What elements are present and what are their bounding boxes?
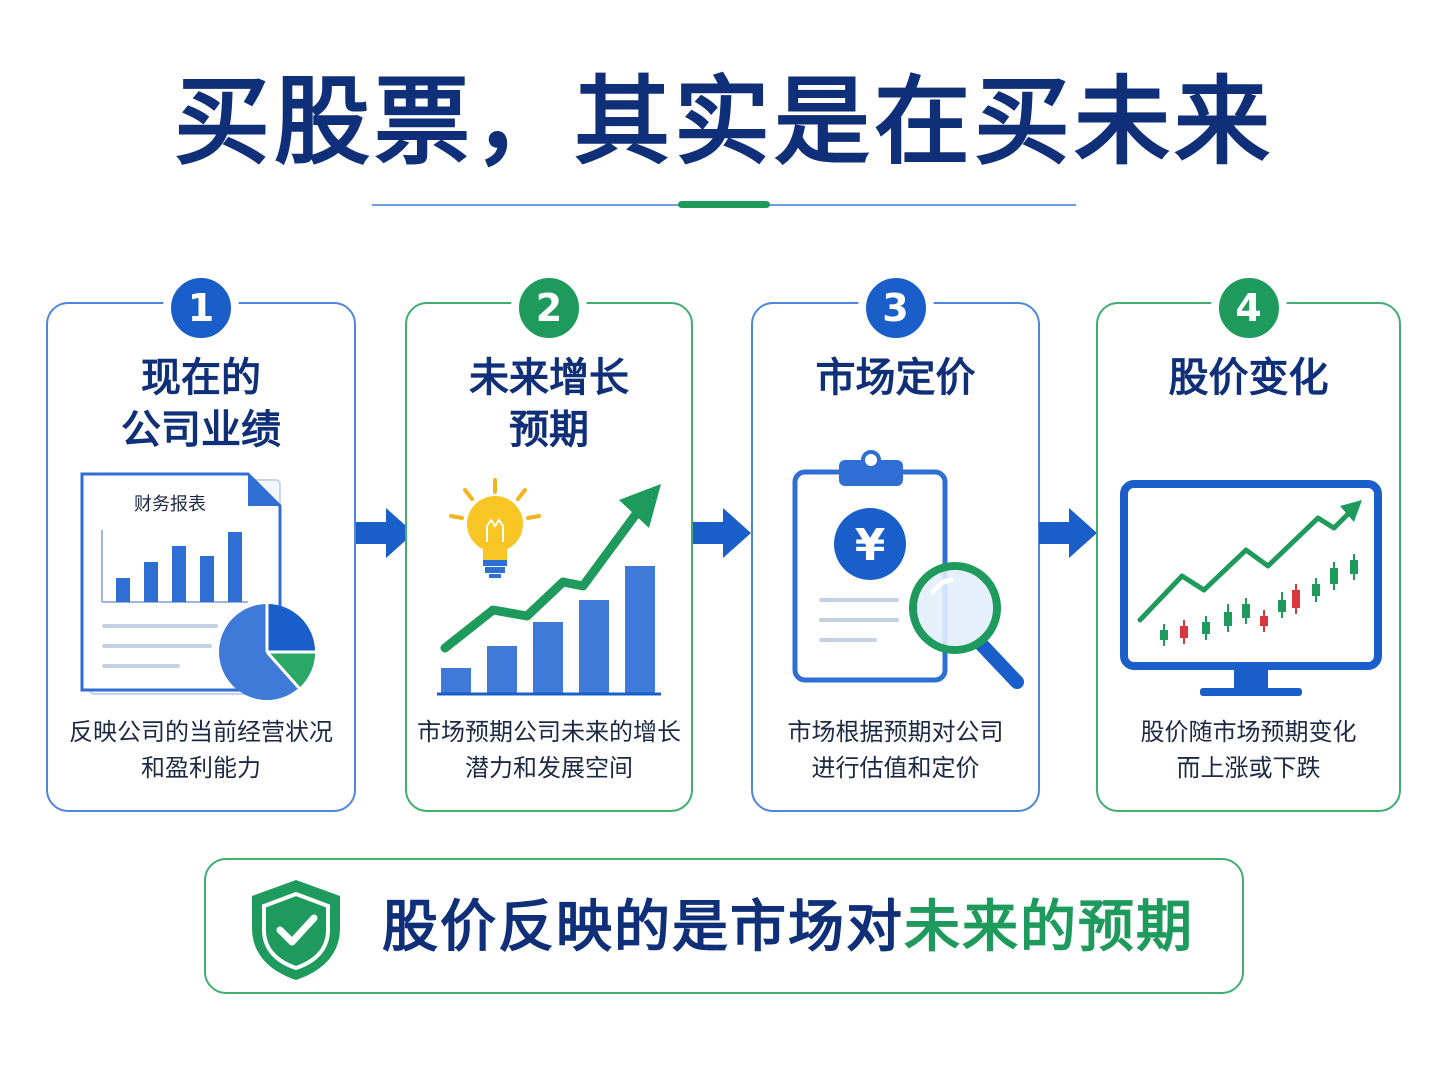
candle-body (1350, 560, 1358, 574)
bar (172, 546, 186, 602)
arrow-right-icon (1039, 508, 1097, 558)
step-desc-line: 进行估值和定价 (811, 754, 980, 782)
step-title-line: 股价变化 (1168, 355, 1329, 401)
candle-body (1160, 630, 1168, 640)
arrow-right-icon (356, 508, 414, 558)
trend-line (440, 505, 644, 653)
candle-body (1224, 612, 1232, 626)
step-number-badge-1: 1 (163, 270, 239, 346)
step-card-3: 3 市场定价 ¥ 市场根据预期对公司 进行估值和定价 (751, 270, 1040, 812)
monitor-icon (1120, 480, 1382, 670)
step-title-1: 现在的 公司业绩 (48, 352, 354, 456)
step-number-badge-2: 2 (511, 270, 587, 346)
candle-body (1278, 600, 1286, 612)
candle-body (1292, 590, 1300, 608)
title-divider-accent (678, 201, 770, 208)
step-desc-line: 而上涨或下跌 (1176, 754, 1321, 782)
step-desc-4: 股价随市场预期变化 而上涨或下跌 (1098, 714, 1399, 786)
page-title: 买股票，其实是在买未来 (174, 66, 1274, 178)
step-title-4: 股价变化 (1098, 352, 1399, 404)
candle-body (1242, 604, 1250, 618)
step-desc-line: 反映公司的当前经营状况 (69, 718, 333, 746)
shield-check-icon (252, 880, 340, 980)
currency-symbol: ¥ (855, 520, 886, 571)
growth-chart-illustration (437, 478, 661, 696)
step-title-2: 未来增长 预期 (407, 352, 691, 456)
step-card-2: 2 未来增长 预期 市场预期公司未来的增长 潜力和发展空间 (405, 270, 693, 812)
step-number-badge-3: 3 (857, 270, 934, 346)
bar (144, 562, 158, 602)
step-desc-line: 股价随市场预期变化 (1140, 718, 1357, 746)
step-title-line: 预期 (509, 407, 589, 453)
pie-chart-icon (219, 604, 316, 700)
candle-body (1260, 616, 1268, 626)
candle-body (1312, 584, 1320, 596)
step-desc-line: 市场根据预期对公司 (787, 718, 1004, 746)
bar (200, 556, 214, 602)
lightbulb-icon (449, 478, 541, 578)
step-card-1: 1 现在的 公司业绩 财务报表 反映公司的当前经营状况 和盈利能力 (46, 270, 356, 812)
step-desc-2: 市场预期公司未来的增长 潜力和发展空间 (407, 714, 691, 786)
step-card-4: 4 股价变化 股价随市场预期变化 而上涨或下跌 (1096, 270, 1401, 812)
step-desc-line: 市场预期公司未来的增长 (417, 718, 681, 746)
step-desc-line: 和盈利能力 (141, 754, 261, 782)
candlestick-group (1160, 554, 1358, 646)
step-title-line: 未来增长 (469, 355, 629, 401)
conclusion-text: 股价反映的是市场对未来的预期 (382, 890, 1194, 966)
trend-arrow-head (619, 484, 661, 528)
yuan-coin-icon (834, 508, 906, 580)
price-trend-line (1137, 507, 1355, 623)
valuation-illustration: ¥ (792, 450, 1024, 689)
report-label: 财务报表 (134, 494, 206, 515)
conclusion-text-highlight: 未来的预期 (904, 895, 1194, 960)
candle-body (1180, 626, 1188, 638)
step-title-line: 公司业绩 (121, 407, 281, 453)
step-title-line: 市场定价 (815, 355, 976, 401)
bar (533, 622, 563, 694)
financial-report-illustration: 财务报表 (80, 472, 316, 700)
magnifier-icon (909, 562, 1024, 689)
conclusion-text-main: 股价反映的是市场对 (382, 895, 904, 960)
candle-body (1330, 568, 1338, 584)
bar (116, 578, 130, 602)
step-number-badge-4: 4 (1210, 270, 1287, 346)
candle-body (1202, 622, 1210, 634)
stock-monitor-illustration (1120, 480, 1382, 696)
step-title-3: 市场定价 (753, 352, 1038, 404)
step-title-line: 现在的 (141, 355, 261, 401)
bar (441, 668, 471, 694)
bar (487, 646, 517, 694)
bar (625, 566, 655, 694)
bar (228, 532, 242, 602)
arrow-right-icon (693, 508, 751, 558)
bar (579, 600, 609, 694)
conclusion-banner: 股价反映的是市场对未来的预期 (204, 858, 1244, 994)
step-desc-3: 市场根据预期对公司 进行估值和定价 (753, 714, 1038, 786)
step-desc-1: 反映公司的当前经营状况 和盈利能力 (48, 714, 354, 786)
step-desc-line: 潜力和发展空间 (465, 754, 633, 782)
